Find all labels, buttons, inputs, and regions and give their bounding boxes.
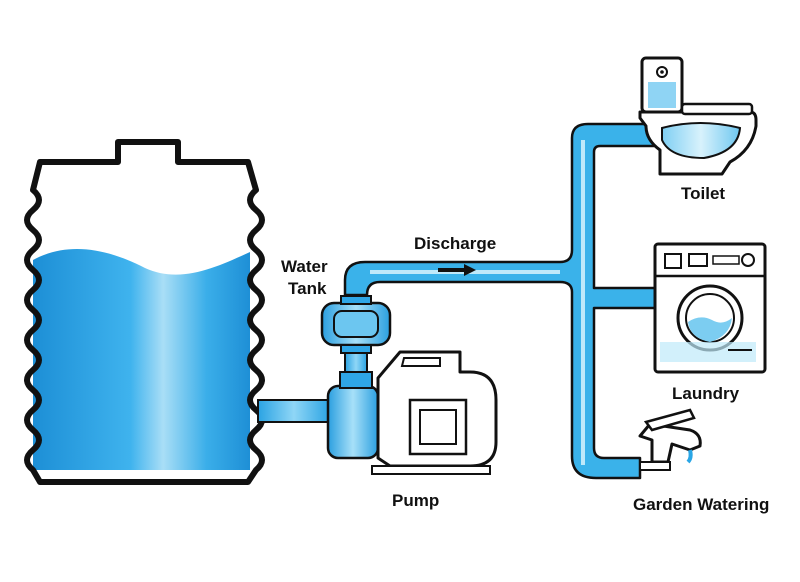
- pump-base: [371, 465, 491, 475]
- pump-housing: [326, 384, 380, 460]
- water-tank: [24, 139, 265, 485]
- pump-valve-collar: [340, 295, 372, 305]
- faucet-icon: [638, 408, 702, 471]
- tank-outline: [24, 139, 265, 485]
- arrow-right-icon: [438, 264, 476, 276]
- pump-valve-window: [333, 310, 379, 338]
- discharge-label: Discharge: [414, 234, 496, 253]
- tank-water: [33, 248, 250, 470]
- pump-motor-top: [400, 357, 441, 367]
- toilet-icon: [638, 56, 758, 176]
- pump-flange: [339, 371, 373, 389]
- tank-label-line1: Water: [281, 257, 328, 276]
- washing-machine-icon: [653, 242, 767, 374]
- pump: [320, 295, 498, 475]
- pump-label: Pump: [392, 491, 439, 510]
- garden-label: Garden Watering: [633, 495, 769, 514]
- laundry-label: Laundry: [672, 384, 740, 403]
- toilet-label: Toilet: [681, 184, 725, 203]
- inlet-pipe: [257, 399, 331, 423]
- tank-label-line2: Tank: [288, 279, 327, 298]
- pump-terminal-inner: [419, 409, 457, 445]
- pump-valve-collar2: [340, 344, 372, 354]
